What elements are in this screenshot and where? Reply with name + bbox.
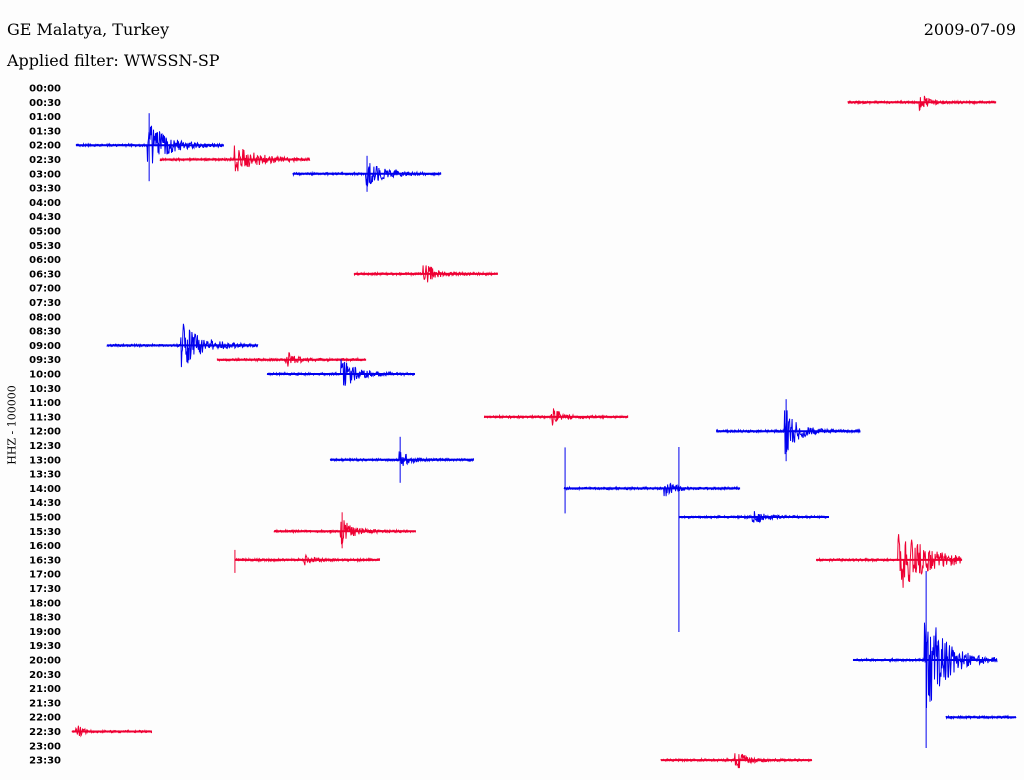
- row-tick-label: 22:00: [29, 713, 61, 724]
- row-tick-label: 04:30: [29, 212, 61, 223]
- seismic-trace-16: [853, 622, 998, 709]
- row-tick-label: 10:00: [29, 370, 61, 381]
- row-tick-label: 02:30: [29, 155, 61, 166]
- row-tick-label: 15:00: [29, 513, 61, 524]
- row-tick-label: 11:30: [29, 412, 61, 423]
- seismic-trace-2: [159, 145, 311, 172]
- row-tick-label: 21:00: [29, 684, 61, 695]
- row-tick-label: 01:00: [29, 112, 61, 123]
- row-tick-label: 01:30: [29, 126, 61, 137]
- row-tick-label: 03:30: [29, 184, 61, 195]
- row-tick-label: 08:00: [29, 312, 61, 323]
- row-tick-label: 16:00: [29, 541, 61, 552]
- row-tick-label: 13:00: [29, 455, 61, 466]
- seismic-trace-11: [563, 482, 740, 497]
- seismic-trace-10: [329, 451, 475, 466]
- row-tick-label: 22:30: [29, 727, 61, 738]
- row-tick-label: 17:00: [29, 570, 61, 581]
- row-tick-label: 20:30: [29, 670, 61, 681]
- row-tick-label: 06:00: [29, 255, 61, 266]
- row-labels: 00:00 00:30 01:00 01:30 02:00 02:30 03:00 03:30…: [29, 84, 61, 767]
- row-tick-label: 23:00: [29, 741, 61, 752]
- seismic-trace-7: [266, 359, 415, 386]
- row-tick-label: 00:00: [29, 84, 61, 95]
- row-tick-label: 21:30: [29, 698, 61, 709]
- seismic-trace-15: [816, 534, 963, 588]
- traces: [71, 95, 1017, 769]
- row-tick-label: 14:30: [29, 498, 61, 509]
- row-tick-label: 16:30: [29, 555, 61, 566]
- station-title: GE Malatya, Turkey: [7, 20, 170, 39]
- row-tick-label: 19:30: [29, 641, 61, 652]
- row-tick-label: 14:00: [29, 484, 61, 495]
- row-tick-label: 23:30: [29, 756, 61, 767]
- row-tick-label: 07:30: [29, 298, 61, 309]
- row-tick-label: 07:00: [29, 284, 61, 295]
- row-tick-label: 18:30: [29, 613, 61, 624]
- row-tick-label: 02:00: [29, 141, 61, 152]
- row-tick-label: 12:30: [29, 441, 61, 452]
- seismic-trace-9: [716, 410, 861, 455]
- row-tick-label: 13:30: [29, 470, 61, 481]
- row-tick-label: 09:00: [29, 341, 61, 352]
- row-tick-label: 08:30: [29, 327, 61, 338]
- row-tick-label: 17:30: [29, 584, 61, 595]
- row-tick-label: 19:00: [29, 627, 61, 638]
- row-tick-label: 20:00: [29, 656, 61, 667]
- row-tick-label: 05:30: [29, 241, 61, 252]
- row-tick-label: 05:00: [29, 227, 61, 238]
- row-tick-label: 10:30: [29, 384, 61, 395]
- row-tick-label: 12:00: [29, 427, 61, 438]
- row-tick-label: 18:00: [29, 598, 61, 609]
- filter-label: Applied filter: WWSSN-SP: [7, 51, 220, 70]
- row-tick-label: 03:00: [29, 169, 61, 180]
- row-tick-label: 09:30: [29, 355, 61, 366]
- row-tick-label: 11:00: [29, 398, 61, 409]
- date-label: 2009-07-09: [923, 20, 1016, 39]
- row-tick-label: 00:30: [29, 98, 61, 109]
- row-tick-label: 06:30: [29, 269, 61, 280]
- row-tick-label: 04:00: [29, 198, 61, 209]
- row-tick-label: 15:30: [29, 527, 61, 538]
